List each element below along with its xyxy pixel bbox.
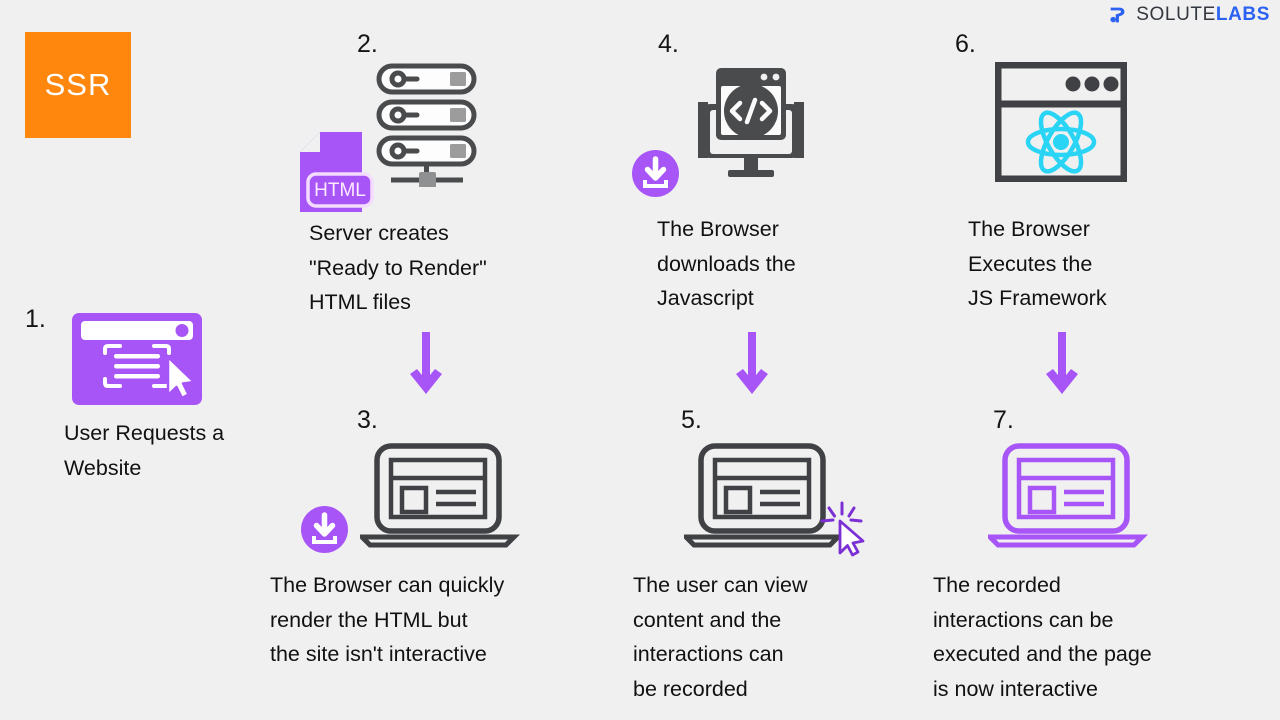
- step-2-number: 2.: [357, 30, 378, 58]
- step-2-caption: Server creates "Ready to Render" HTML fi…: [309, 221, 487, 314]
- browser-window-cursor-icon: [72, 313, 202, 405]
- ssr-badge: SSR: [25, 32, 131, 138]
- step-3-number: 3.: [357, 406, 378, 434]
- step-6-number: 6.: [955, 30, 976, 58]
- arrow-step2-to-step3-icon: [406, 332, 446, 407]
- ssr-badge-label: SSR: [44, 67, 112, 102]
- svg-text:HTML: HTML: [314, 180, 366, 201]
- arrow-step6-to-step7-icon: [1042, 332, 1082, 407]
- step-1-number: 1.: [25, 305, 46, 333]
- download-badge-icon: [301, 506, 348, 553]
- step-6-caption: The Browser Executes the JS Framework: [968, 217, 1107, 310]
- download-badge-icon: [632, 150, 679, 197]
- brand-logo: SOLUTELABS: [1107, 4, 1270, 26]
- brand-name-primary: SOLUTE: [1136, 4, 1216, 25]
- laptop-icon: [679, 443, 854, 548]
- step-4-number: 4.: [658, 30, 679, 58]
- step-3-caption: The Browser can quickly render the HTML …: [270, 573, 505, 666]
- monitor-code-icon: [690, 62, 812, 184]
- click-cursor-sparkle-icon: [816, 497, 878, 559]
- brand-name-secondary: LABS: [1215, 4, 1270, 25]
- step-5-number: 5.: [681, 406, 702, 434]
- step-5-caption: The user can view content and the intera…: [633, 573, 808, 701]
- step-7-caption: The recorded interactions can be execute…: [933, 573, 1152, 701]
- server-rack-icon: [375, 62, 480, 188]
- laptop-icon: [983, 443, 1158, 548]
- html-file-icon: HTML: [300, 130, 380, 214]
- arrow-step4-to-step5-icon: [732, 332, 772, 407]
- step-4-caption: The Browser downloads the Javascript: [657, 217, 796, 310]
- step-1-caption: User Requests a Website: [64, 421, 225, 480]
- laptop-icon: [355, 443, 530, 548]
- step-7-number: 7.: [993, 406, 1014, 434]
- solutelabs-s-mark-icon: [1107, 4, 1129, 26]
- browser-react-logo-icon: [994, 61, 1128, 183]
- brand-wordmark: SOLUTELABS: [1136, 4, 1270, 26]
